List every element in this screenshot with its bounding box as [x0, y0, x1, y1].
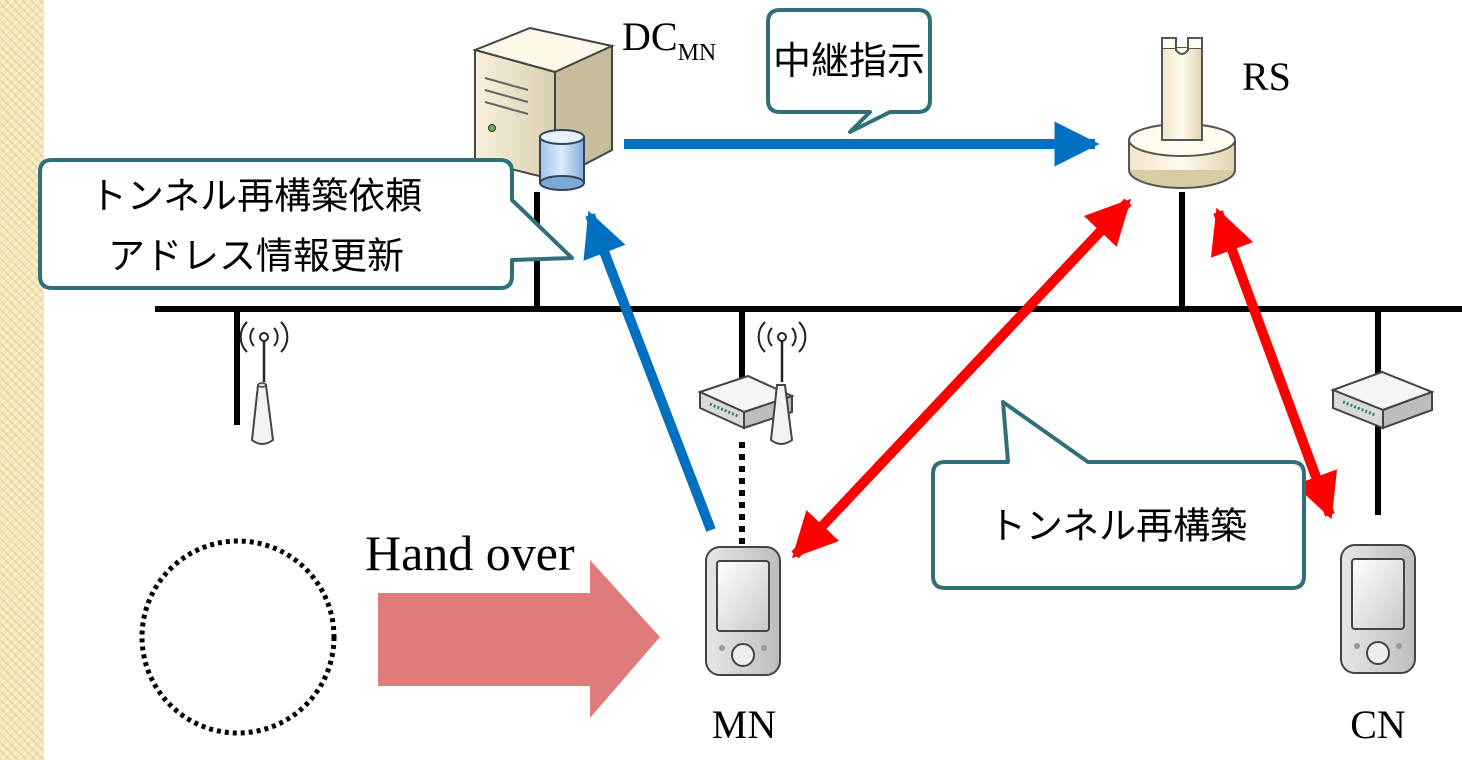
router-icon: [1330, 370, 1435, 430]
relay-server-icon: [1128, 37, 1236, 189]
handover-label: Hand over: [365, 525, 575, 581]
tunnel-request-arrow: [583, 210, 716, 532]
relay-instruction-text: 中継指示: [773, 39, 925, 83]
tunnel-request-text-line1: トンネル再構築依頼: [90, 175, 422, 218]
tunnel-request-text-line2: アドレス情報更新: [108, 235, 404, 278]
mobile-device-icon: [1340, 544, 1416, 674]
access-point-icon: [250, 382, 275, 445]
relay-instruction-callout: [766, 8, 932, 134]
tunnel-arrow-mn-rs: [791, 198, 1132, 559]
mobile-device-icon: [705, 546, 781, 676]
mn-label: MN: [712, 702, 776, 747]
tunnel-request-callout: [38, 158, 574, 290]
dc-label-main: DC: [622, 14, 678, 59]
previous-position-circle: [139, 538, 337, 736]
background-stripe: [0, 0, 44, 760]
tunnel-rebuild-text: トンネル再構築: [989, 505, 1247, 548]
dc-label: DCMN: [622, 14, 716, 66]
rs-label: RS: [1242, 54, 1291, 99]
wireless-signal-icon: [757, 321, 807, 382]
dc-label-subscript: MN: [678, 40, 717, 66]
cn-label: CN: [1350, 702, 1406, 747]
handover-arrow: [378, 560, 660, 718]
tunnel-rebuild-callout: [931, 400, 1306, 590]
wireless-signal-icon: [239, 321, 289, 382]
tunnel-arrow-rs-cn: [1210, 207, 1338, 520]
access-point-icon: [769, 384, 794, 445]
database-icon: [539, 129, 585, 191]
